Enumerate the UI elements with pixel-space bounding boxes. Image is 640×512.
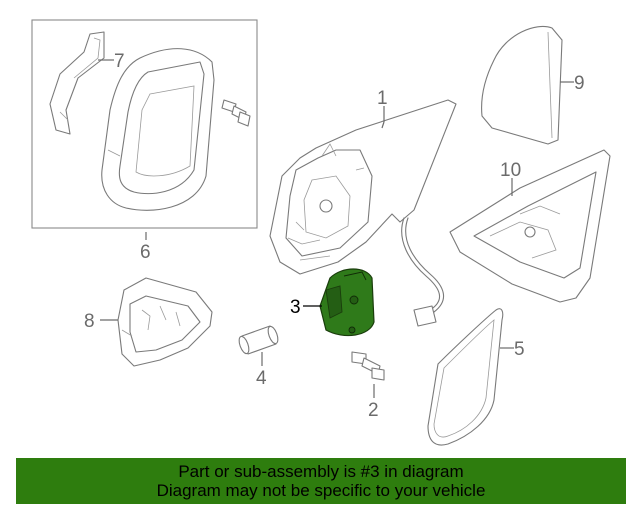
part-7-cover-strip[interactable]: [49, 31, 105, 135]
part-10-trim-cover[interactable]: [449, 149, 611, 303]
part-4-cylinder[interactable]: [237, 325, 280, 355]
banner-line-2: Diagram may not be specific to your vehi…: [156, 481, 486, 500]
callout-5: 5: [514, 339, 525, 360]
inset-box: [31, 19, 258, 229]
part-6-housing-frame[interactable]: [101, 48, 215, 211]
callout-7: 7: [114, 51, 125, 72]
disclaimer-banner: Part or sub-assembly is #3 in diagram Di…: [16, 458, 626, 504]
callout-6: 6: [140, 242, 151, 263]
part-8-housing-trim[interactable]: [117, 277, 213, 367]
callout-3: 3: [290, 297, 301, 318]
part-5-mirror-glass[interactable]: [427, 308, 504, 446]
banner-line-1: Part or sub-assembly is #3 in diagram: [178, 462, 464, 481]
callout-9: 9: [574, 73, 585, 94]
part-2-screw[interactable]: [351, 351, 385, 381]
callout-1: 1: [377, 88, 388, 109]
part-1-mirror-assembly[interactable]: [269, 99, 457, 327]
parts-diagram: 7 6 1 3: [31, 19, 611, 446]
inset-screw-icon: [221, 99, 251, 127]
callout-2: 2: [368, 400, 379, 421]
part-9-mirror-cap[interactable]: [481, 26, 563, 145]
callout-4: 4: [256, 368, 267, 389]
callout-8: 8: [84, 311, 95, 332]
part-3-mirror-motor[interactable]: [319, 268, 375, 337]
callout-10: 10: [500, 160, 521, 181]
